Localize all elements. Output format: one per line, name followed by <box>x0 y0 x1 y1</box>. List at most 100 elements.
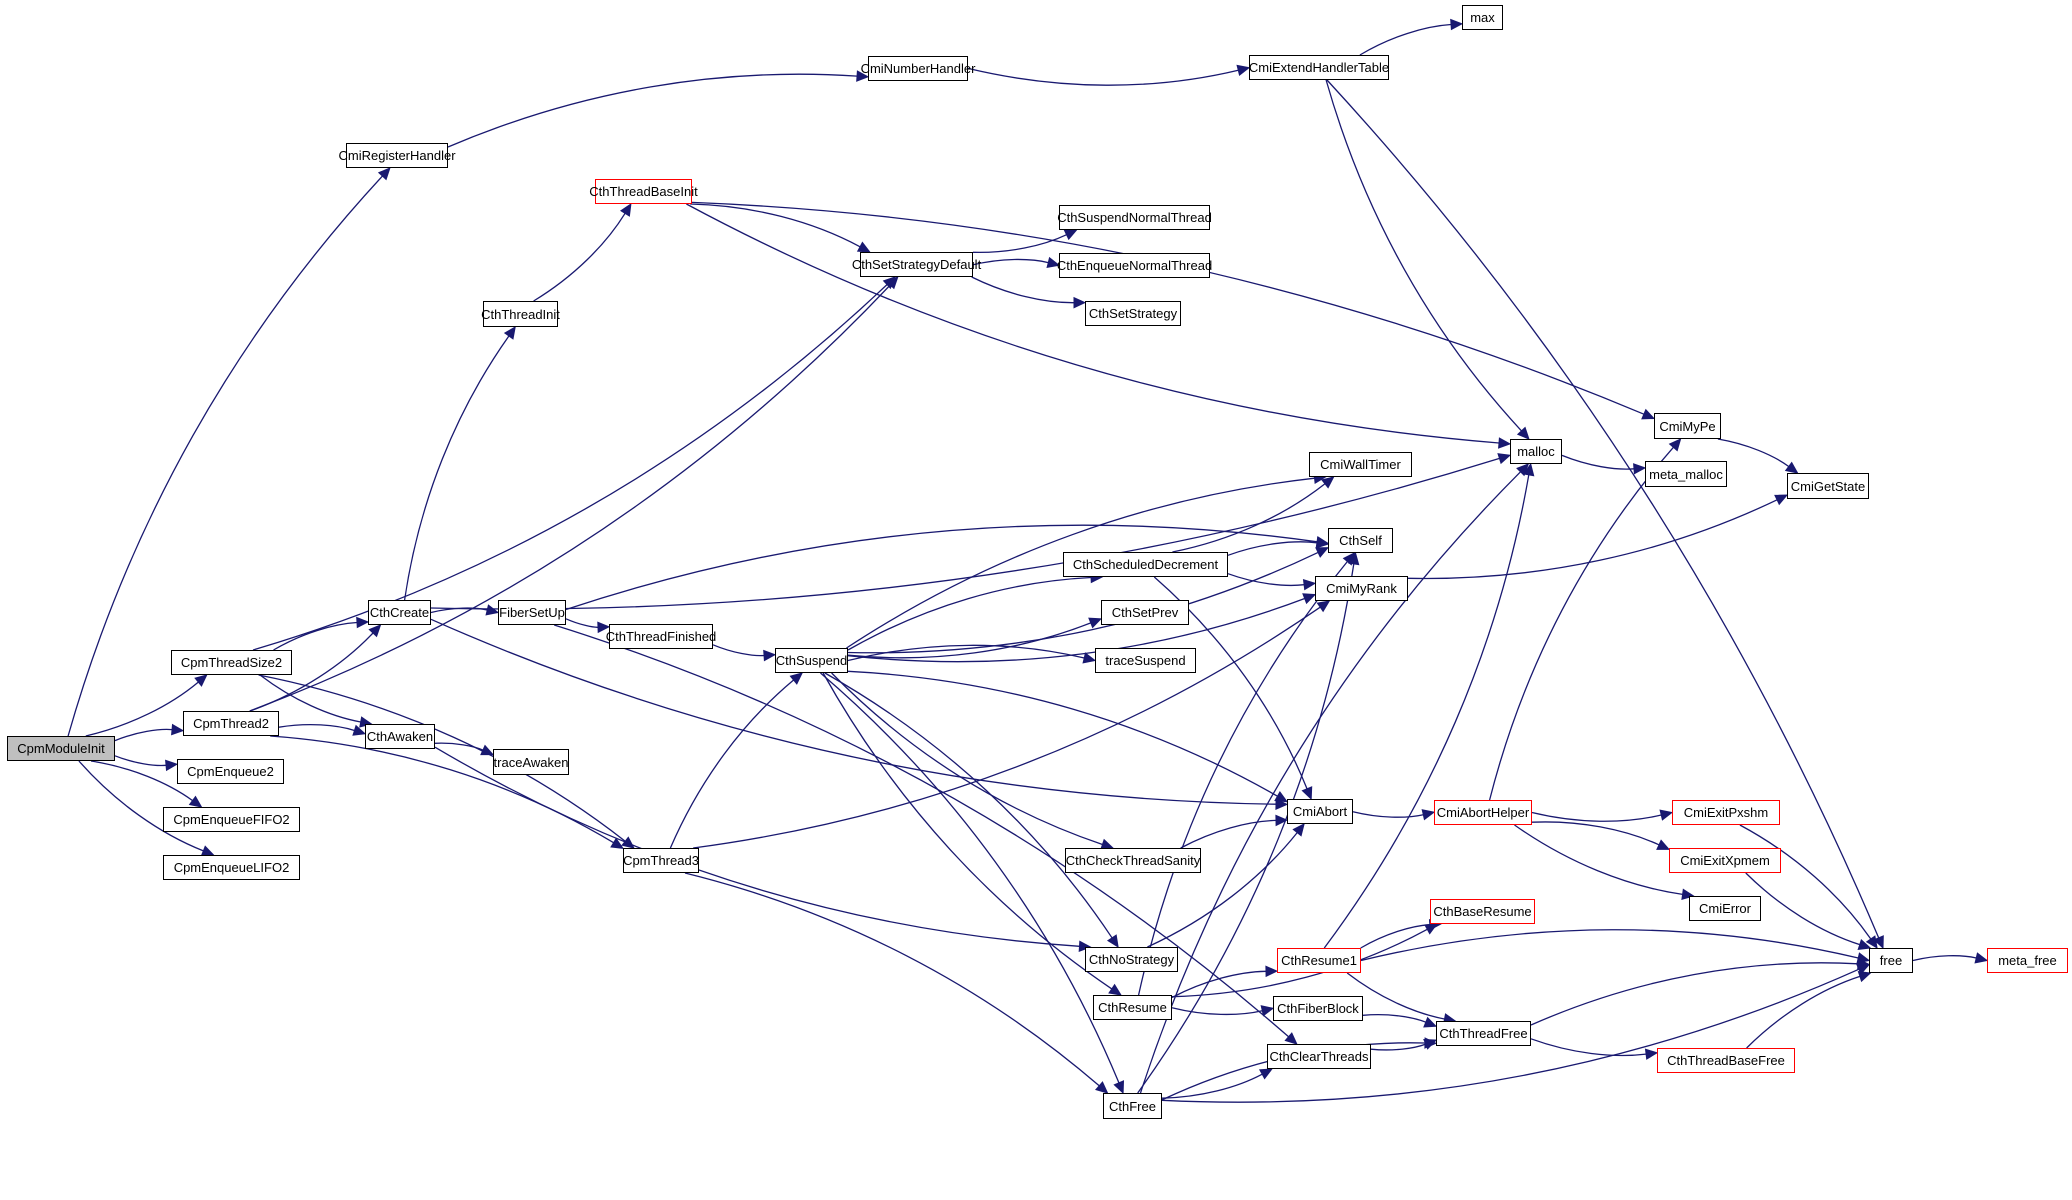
node-label: CmiWallTimer <box>1320 457 1401 472</box>
edge-line <box>1739 824 1872 940</box>
node-cpm-module-init[interactable]: CpmModuleInit <box>7 736 115 761</box>
node-cth-check-thread-sanity[interactable]: CthCheckThreadSanity <box>1065 848 1201 873</box>
edge-cpm-module-init-to-cpm-thread-size2 <box>85 674 208 737</box>
node-cmi-wall-timer[interactable]: CmiWallTimer <box>1309 452 1412 477</box>
node-cpm-thread-size2[interactable]: CpmThreadSize2 <box>171 650 292 675</box>
node-label: CthSuspend <box>775 653 848 668</box>
node-trace-awaken[interactable]: traceAwaken <box>493 749 569 775</box>
edge-cth-scheduled-decrement-to-cmi-wall-timer <box>1172 476 1335 553</box>
node-cth-set-strategy[interactable]: CthSetStrategy <box>1085 301 1181 326</box>
arrowhead-icon <box>356 616 370 629</box>
arrowhead-icon <box>1301 786 1313 801</box>
edge-line <box>669 679 795 849</box>
node-cth-suspend[interactable]: CthSuspend <box>775 648 848 673</box>
node-free[interactable]: free <box>1869 948 1913 973</box>
node-cth-thread-base-init[interactable]: CthThreadBaseInit <box>589 179 698 204</box>
node-max[interactable]: max <box>1462 5 1503 30</box>
node-meta-free[interactable]: meta_free <box>1987 948 2068 973</box>
arrowhead-icon <box>1423 1016 1438 1028</box>
node-cpm-enqueue-fifo2[interactable]: CpmEnqueueFIFO2 <box>163 807 300 832</box>
node-cth-base-resume[interactable]: CthBaseResume <box>1430 899 1535 924</box>
edge-line <box>554 624 1290 1038</box>
arrowhead-icon <box>1497 453 1512 465</box>
node-label: CmiRegisterHandler <box>338 148 456 163</box>
node-cth-scheduled-decrement[interactable]: CthScheduledDecrement <box>1063 552 1228 577</box>
arrowhead-icon <box>1063 229 1078 241</box>
node-cth-thread-base-free[interactable]: CthThreadBaseFree <box>1657 1048 1795 1073</box>
node-meta-malloc[interactable]: meta_malloc <box>1645 461 1727 487</box>
edge-cth-check-thread-sanity-to-cmi-abort <box>1180 814 1289 849</box>
node-cpm-enqueue2[interactable]: CpmEnqueue2 <box>177 759 284 784</box>
node-cmi-exit-pxshm[interactable]: CmiExitPxshm <box>1672 800 1780 825</box>
edge-cth-thread-base-init-to-malloc <box>686 203 1512 449</box>
node-cmi-exit-xpmem[interactable]: CmiExitXpmem <box>1669 848 1781 873</box>
arrowhead-icon <box>597 621 611 634</box>
node-cth-enqueue-normal-thread[interactable]: CthEnqueueNormalThread <box>1056 253 1213 278</box>
node-cth-thread-free[interactable]: CthThreadFree <box>1436 1021 1531 1046</box>
arrowhead-icon <box>503 326 516 340</box>
node-cmi-register-handler[interactable]: CmiRegisterHandler <box>338 143 456 168</box>
edge-cth-create-to-fiber-set-up <box>430 604 500 616</box>
arrowhead-icon <box>1316 600 1331 613</box>
arrowhead-icon <box>1424 1037 1438 1049</box>
node-cpm-thread3[interactable]: CpmThread3 <box>623 848 699 873</box>
edge-cth-free-to-free <box>1161 964 1871 1103</box>
edge-cth-thread-free-to-free <box>1530 958 1871 1026</box>
node-cth-thread-finished[interactable]: CthThreadFinished <box>606 624 716 649</box>
node-label: traceAwaken <box>493 754 569 770</box>
node-cmi-error[interactable]: CmiError <box>1689 896 1761 921</box>
node-cmi-get-state[interactable]: CmiGetState <box>1787 473 1869 499</box>
arrowhead-icon <box>377 167 391 181</box>
node-cth-clear-threads[interactable]: CthClearThreads <box>1267 1044 1371 1069</box>
arrowhead-icon <box>1073 296 1087 309</box>
edge-line <box>1180 819 1277 849</box>
edge-line <box>1325 79 1522 432</box>
edge-cpm-module-init-to-cpm-thread2 <box>114 723 185 742</box>
node-cth-suspend-normal-thread[interactable]: CthSuspendNormalThread <box>1057 205 1212 230</box>
node-cth-create[interactable]: CthCreate <box>368 600 431 625</box>
node-cmi-my-rank[interactable]: CmiMyRank <box>1315 576 1408 601</box>
node-cth-awaken[interactable]: CthAwaken <box>365 724 435 749</box>
node-cmi-abort-helper[interactable]: CmiAbortHelper <box>1434 800 1532 825</box>
node-cmi-extend-handler-table[interactable]: CmiExtendHandlerTable <box>1249 55 1389 80</box>
node-fiber-set-up[interactable]: FiberSetUp <box>498 600 566 625</box>
node-cth-no-strategy[interactable]: CthNoStrategy <box>1085 947 1178 972</box>
edge-line <box>1137 561 1348 996</box>
node-label: malloc <box>1517 444 1555 459</box>
node-cth-thread-init[interactable]: CthThreadInit <box>481 301 560 327</box>
edge-malloc-to-meta-malloc <box>1561 454 1647 475</box>
node-cth-set-prev[interactable]: CthSetPrev <box>1101 600 1189 625</box>
node-label: CthCheckThreadSanity <box>1065 853 1201 868</box>
node-cth-fiber-block[interactable]: CthFiberBlock <box>1273 996 1363 1021</box>
node-cth-free[interactable]: CthFree <box>1103 1093 1162 1119</box>
node-trace-suspend[interactable]: traceSuspend <box>1095 648 1196 673</box>
edge-line <box>1362 1013 1427 1023</box>
node-label: CthEnqueueNormalThread <box>1056 258 1213 273</box>
node-cpm-enqueue-lifo2[interactable]: CpmEnqueueLIFO2 <box>163 855 300 880</box>
node-cth-set-strategy-default[interactable]: CthSetStrategyDefault <box>852 252 981 277</box>
arrowhead-icon <box>1348 551 1360 566</box>
edge-line <box>252 284 888 651</box>
node-cth-self[interactable]: CthSelf <box>1328 528 1393 553</box>
edge-cpm-thread-size2-to-cth-set-strategy-default <box>252 276 896 651</box>
edge-line <box>1137 563 1355 1094</box>
node-cth-resume[interactable]: CthResume <box>1093 995 1172 1020</box>
arrowhead-icon <box>1315 536 1330 549</box>
node-cmi-abort[interactable]: CmiAbort <box>1287 799 1353 824</box>
arrowhead-icon <box>1865 935 1878 949</box>
edge-cmi-abort-helper-to-cmi-exit-pxshm <box>1531 809 1674 822</box>
arrowhead-icon <box>1284 1032 1298 1045</box>
arrowhead-icon <box>171 723 185 736</box>
node-cmi-my-pe[interactable]: CmiMyPe <box>1654 413 1721 439</box>
node-cmi-number-handler[interactable]: CmiNumberHandler <box>861 56 975 81</box>
node-label: CmiAbort <box>1292 804 1348 819</box>
edge-cth-suspend-to-cth-scheduled-decrement <box>847 571 1104 651</box>
edge-line <box>273 621 358 651</box>
arrowhead-icon <box>1082 652 1097 664</box>
edge-line <box>434 746 1080 947</box>
node-cpm-thread2[interactable]: CpmThread2 <box>183 711 279 736</box>
node-cth-resume1[interactable]: CthResume1 <box>1277 948 1361 973</box>
node-malloc[interactable]: malloc <box>1510 439 1562 464</box>
edge-line <box>258 674 626 842</box>
edge-line <box>1531 821 1660 846</box>
